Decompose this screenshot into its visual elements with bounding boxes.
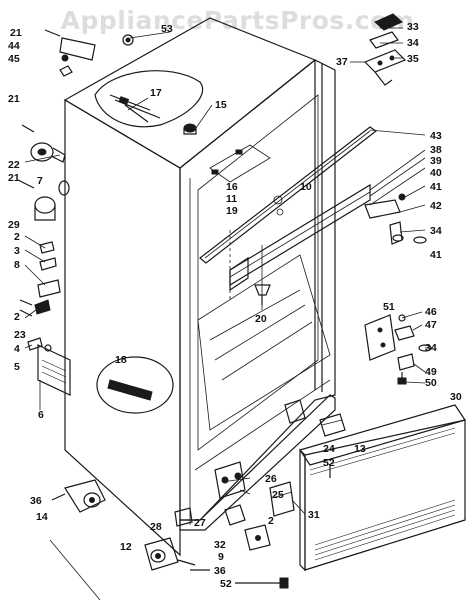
label-36: 36 xyxy=(30,495,42,507)
part-12-roller xyxy=(144,537,196,571)
label-33: 33 xyxy=(407,21,419,33)
part-2-3-8-clips xyxy=(19,241,61,317)
label-21: 21 xyxy=(8,172,20,184)
label-20: 20 xyxy=(255,313,267,325)
part-31-bracket xyxy=(269,481,295,517)
part-43-rail xyxy=(199,126,378,264)
label-46: 46 xyxy=(425,306,437,318)
label-34: 34 xyxy=(425,342,437,354)
label-35: 35 xyxy=(407,53,419,65)
label-2: 2 xyxy=(268,515,274,527)
label-40: 40 xyxy=(430,167,442,179)
part-18-inset xyxy=(96,356,174,414)
label-23: 23 xyxy=(14,329,26,341)
label-52: 52 xyxy=(323,457,335,469)
label-53: 53 xyxy=(161,23,173,35)
part-33-hinge-cover xyxy=(374,13,403,31)
label-3: 3 xyxy=(14,245,20,257)
label-43: 43 xyxy=(430,130,442,142)
label-15: 15 xyxy=(215,99,227,111)
label-24: 24 xyxy=(323,443,335,455)
part-44-45-left-top xyxy=(44,29,96,77)
label-6: 6 xyxy=(38,409,44,421)
part-17-wiring xyxy=(109,94,161,123)
label-2: 2 xyxy=(14,231,20,243)
label-28: 28 xyxy=(150,521,162,533)
label-11: 11 xyxy=(226,193,237,205)
label-12: 12 xyxy=(120,541,132,553)
label-7: 7 xyxy=(37,175,43,187)
part-51-bracket xyxy=(364,314,396,361)
label-41: 41 xyxy=(430,249,442,261)
label-30: 30 xyxy=(450,391,462,403)
label-26: 26 xyxy=(265,473,277,485)
label-8: 8 xyxy=(14,259,20,271)
part-52-screw xyxy=(235,465,331,589)
label-31: 31 xyxy=(308,509,320,521)
part-41-42-hinge xyxy=(364,193,427,245)
label-25: 25 xyxy=(272,489,284,501)
label-34: 34 xyxy=(430,225,442,237)
part-callout-labels: 53 21 44 45 33 34 35 37 17 15 21 22 21 7… xyxy=(8,21,462,590)
label-41: 41 xyxy=(430,181,442,193)
corner-line xyxy=(49,539,101,600)
label-50: 50 xyxy=(425,377,437,389)
label-13: 13 xyxy=(354,443,366,455)
label-17: 17 xyxy=(150,87,162,99)
label-27: 27 xyxy=(194,517,206,529)
label-9: 9 xyxy=(218,551,224,563)
part-30-toe-grille xyxy=(299,404,466,572)
part-35-hinge xyxy=(363,49,407,86)
part-22-valve xyxy=(21,124,66,163)
label-34: 34 xyxy=(407,37,419,49)
label-49: 49 xyxy=(425,366,437,378)
label-44: 44 xyxy=(8,40,20,52)
part-34-hinge-shim xyxy=(369,31,399,49)
label-14: 14 xyxy=(36,511,48,523)
label-19: 19 xyxy=(226,205,238,217)
label-29: 29 xyxy=(8,219,20,231)
part-46-47-49-50 xyxy=(394,314,432,385)
label-38: 38 xyxy=(430,144,442,156)
label-36: 36 xyxy=(214,565,226,577)
label-42: 42 xyxy=(430,200,442,212)
label-37: 37 xyxy=(336,56,348,68)
part-24-13-lower-parts xyxy=(284,399,346,437)
part-28-27-parts xyxy=(174,504,246,527)
part-2-9-32-parts xyxy=(244,524,271,551)
part-16-11-19-bracket xyxy=(209,144,284,216)
part-38-39-40-rail xyxy=(229,183,371,292)
part-7-part-21 xyxy=(17,179,70,221)
label-16: 16 xyxy=(226,181,238,193)
label-51: 51 xyxy=(383,301,395,313)
label-52: 52 xyxy=(220,578,232,590)
part-15-plug xyxy=(183,123,197,135)
label-4: 4 xyxy=(14,343,20,355)
leader-lines xyxy=(24,27,430,515)
label-21: 21 xyxy=(8,93,20,105)
label-45: 45 xyxy=(8,53,20,65)
part-20-foot xyxy=(254,284,271,305)
label-2: 2 xyxy=(14,311,20,323)
part-6-panel xyxy=(37,344,71,396)
label-10: 10 xyxy=(300,181,312,193)
part-26-25-bracket xyxy=(214,461,246,499)
label-47: 47 xyxy=(425,319,437,331)
label-22: 22 xyxy=(8,159,20,171)
label-32: 32 xyxy=(214,539,226,551)
cabinet-body xyxy=(63,17,336,557)
label-18: 18 xyxy=(115,354,127,366)
label-39: 39 xyxy=(430,155,442,167)
label-5: 5 xyxy=(14,361,20,373)
part-14-roller xyxy=(51,479,106,513)
label-21: 21 xyxy=(10,27,22,39)
